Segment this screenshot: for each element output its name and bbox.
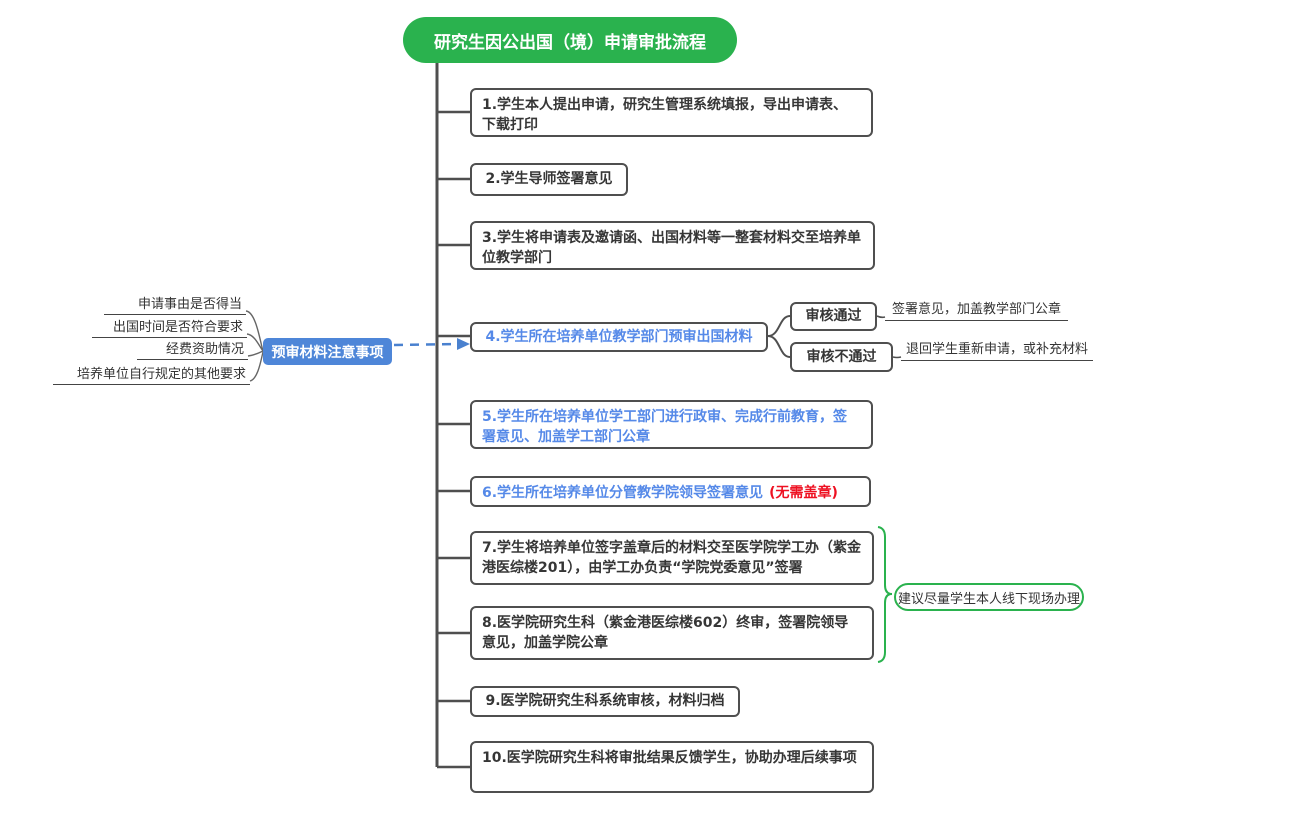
precheck-label-box[interactable]: 预审材料注意事项: [263, 338, 392, 365]
step-5-label: 5.学生所在培养单位学工部门进行政审、完成行前教育，签署意见、加盖学工部门公章: [482, 409, 848, 446]
branch-pass-line: [767, 315, 791, 337]
step-7-label: 7.学生将培养单位签字盖章后的材料交至医学院学工办（紫金港医综楼201），由学工…: [482, 540, 862, 577]
step-6-no-seal-note: (无需盖章): [769, 485, 838, 501]
step-box-5[interactable]: 5.学生所在培养单位学工部门进行政审、完成行前教育，签署意见、加盖学工部门公章: [470, 400, 873, 449]
step-3-label: 3.学生将申请表及邀请函、出国材料等一整套材料交至培养单位教学部门: [482, 230, 862, 267]
review-pass-note[interactable]: 签署意见，加盖教学部门公章: [885, 298, 1068, 321]
advice-pill[interactable]: 建议尽量学生本人线下现场办理: [894, 583, 1084, 611]
step-10-label: 10.医学院研究生科将审批结果反馈学生，协助办理后续事项: [482, 750, 857, 766]
advice-brace: [877, 526, 893, 663]
step-box-6[interactable]: 6.学生所在培养单位分管教学院领导签署意见 (无需盖章): [470, 476, 871, 507]
branch-fail-line: [767, 335, 791, 358]
review-fail-box[interactable]: 审核不通过: [790, 342, 893, 372]
fail-note-line: [892, 356, 902, 359]
precheck-item-2[interactable]: 出国时间是否符合要求: [92, 316, 247, 338]
precheck-item-4[interactable]: 培养单位自行规定的其他要求: [53, 363, 250, 385]
step-6-label: 6.学生所在培养单位分管教学院领导签署意见: [482, 485, 764, 501]
step-box-3[interactable]: 3.学生将申请表及邀请函、出国材料等一整套材料交至培养单位教学部门: [470, 221, 875, 270]
precheck-item-1-label: 申请事由是否得当: [137, 297, 242, 312]
review-pass-note-label: 签署意见，加盖教学部门公章: [891, 302, 1061, 317]
step-box-10[interactable]: 10.医学院研究生科将审批结果反馈学生，协助办理后续事项: [470, 741, 874, 793]
step-8-label: 8.医学院研究生科（紫金港医综楼602）终审，签署院领导意见，加盖学院公章: [482, 615, 849, 652]
advice-label: 建议尽量学生本人线下现场办理: [897, 591, 1080, 607]
step-box-7[interactable]: 7.学生将培养单位签字盖章后的材料交至医学院学工办（紫金港医综楼201），由学工…: [470, 531, 874, 585]
step-box-8[interactable]: 8.医学院研究生科（紫金港医综楼602）终审，签署院领导意见，加盖学院公章: [470, 606, 874, 660]
precheck-item-1[interactable]: 申请事由是否得当: [104, 293, 246, 315]
precheck-item-4-label: 培养单位自行规定的其他要求: [76, 367, 246, 382]
precheck-item-3-label: 经费资助情况: [165, 342, 244, 357]
step-box-4[interactable]: 4.学生所在培养单位教学部门预审出国材料: [470, 322, 768, 352]
step-2-label: 2.学生导师签署意见: [485, 171, 613, 188]
fishbone-line-1: [245, 310, 264, 352]
step-1-label: 1.学生本人提出申请，研究生管理系统填报，导出申请表、下载打印: [482, 97, 848, 134]
review-pass-box[interactable]: 审核通过: [790, 302, 877, 331]
dashed-arrow-line: [393, 342, 458, 347]
review-fail-note-label: 退回学生重新申请，或补充材料: [905, 342, 1088, 357]
root-title[interactable]: 研究生因公出国（境）申请审批流程: [403, 17, 737, 63]
fishbone-line-4: [249, 351, 264, 382]
fishbone-line-3: [247, 350, 264, 357]
step-9-label: 9.医学院研究生科系统审核，材料归档: [485, 693, 725, 710]
pass-note-line: [876, 315, 886, 319]
fishbone-line-2: [246, 333, 264, 352]
step-box-1[interactable]: 1.学生本人提出申请，研究生管理系统填报，导出申请表、下载打印: [470, 88, 873, 137]
precheck-item-2-label: 出国时间是否符合要求: [112, 320, 243, 335]
precheck-label: 预审材料注意事项: [271, 344, 384, 361]
step-box-2[interactable]: 2.学生导师签署意见: [470, 163, 628, 196]
review-pass-label: 审核通过: [805, 308, 862, 325]
review-fail-label: 审核不通过: [806, 348, 877, 365]
step-box-9[interactable]: 9.医学院研究生科系统审核，材料归档: [470, 686, 740, 717]
dashed-arrow-head: [457, 338, 470, 350]
step-4-label: 4.学生所在培养单位教学部门预审出国材料: [485, 328, 753, 345]
root-title-label: 研究生因公出国（境）申请审批流程: [434, 32, 706, 53]
precheck-item-3[interactable]: 经费资助情况: [137, 338, 248, 360]
review-fail-note[interactable]: 退回学生重新申请，或补充材料: [901, 338, 1093, 361]
